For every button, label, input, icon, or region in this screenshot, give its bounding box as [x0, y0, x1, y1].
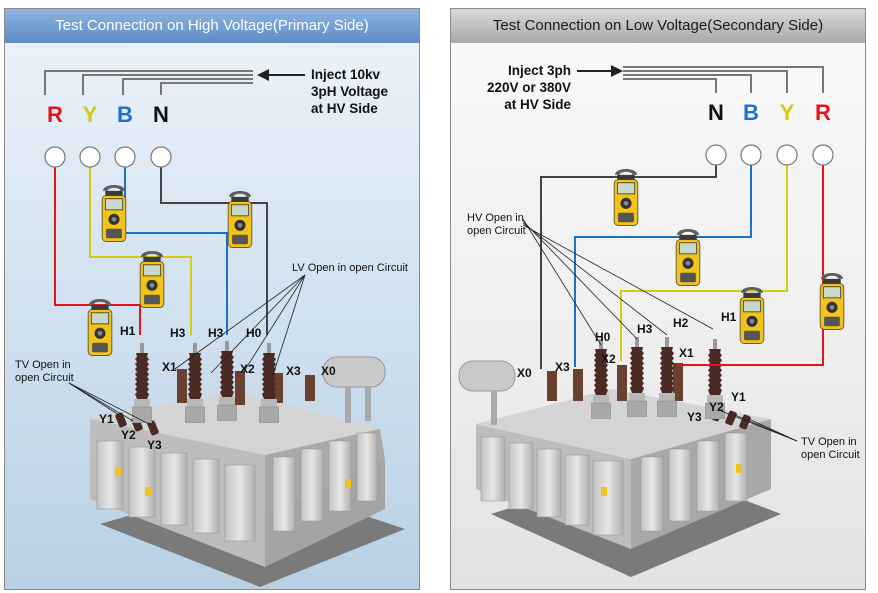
terminal-circle [44, 146, 66, 168]
phase-labels: R Y B N [47, 102, 169, 127]
terminal-label-x0: X0 [321, 364, 336, 378]
terminal-label-x1: X1 [162, 360, 177, 374]
hv-open-leaders [522, 218, 714, 346]
phase-terminals [705, 144, 834, 166]
phase-label-y: Y [780, 100, 795, 125]
phase-b-wire [574, 165, 752, 367]
bus-wire [623, 78, 717, 93]
clamp-meter [675, 228, 701, 286]
inject-line-1: Inject 3ph [508, 63, 571, 78]
tv-open-note-line-2: open Circuit [801, 449, 860, 461]
inject-line-2: 220V or 380V [487, 80, 571, 95]
terminal-label-y1: Y1 [99, 412, 114, 426]
clamp-meter [739, 286, 765, 344]
tv-open-leaders [720, 410, 798, 442]
clamp-meter [87, 298, 113, 356]
bus-wire [623, 70, 788, 93]
clamp-meter [613, 168, 639, 226]
phase-label-y: Y [83, 102, 98, 127]
conservator-tank [458, 360, 516, 425]
panel-title: Test Connection on Low Voltage(Secondary… [451, 9, 865, 43]
bus-wire [160, 82, 253, 95]
terminal-circle [150, 146, 172, 168]
warning-labels [115, 467, 351, 496]
injection-arrow [257, 69, 305, 81]
terminal-label-h3: H3 [208, 326, 224, 340]
phase-label-r: R [815, 100, 831, 125]
phase-terminals [44, 146, 172, 168]
clamp-meter [139, 250, 165, 308]
phase-label-n: N [708, 100, 724, 125]
tv-open-note-line-1: TV Open in [15, 359, 71, 371]
lv-bushings [177, 369, 315, 405]
terminal-label-h1: H1 [120, 324, 136, 338]
lv-open-note: LV Open in open Circuit [292, 262, 408, 274]
terminal-label-h3: H3 [637, 322, 653, 336]
terminal-label-h1: H1 [721, 310, 737, 324]
phase-y-wire [620, 165, 788, 361]
bus-wire [122, 78, 253, 95]
bus-wire [623, 74, 752, 93]
phase-labels: N B Y R [708, 100, 831, 125]
clamp-meter [227, 190, 253, 248]
hv-open-note-line-2: open Circuit [467, 225, 526, 237]
lv-bushings [547, 363, 683, 401]
panel-title: Test Connection on High Voltage(Primary … [5, 9, 419, 43]
phase-r-wire [677, 165, 824, 366]
transformer-image [458, 337, 781, 577]
lv-open-leaders [174, 274, 306, 376]
clamp-meter [101, 184, 127, 242]
terminal-label-x0: X0 [517, 366, 532, 380]
terminal-circle [79, 146, 101, 168]
terminal-label-y1: Y1 [731, 390, 746, 404]
terminal-label-x3: X3 [286, 364, 301, 378]
hv-connection-diagram: R Y B N Inject 10kv 3pH Voltage at HV Si… [15, 67, 408, 587]
terminal-circle [740, 144, 762, 166]
bus-wire [44, 70, 253, 95]
terminal-circle [812, 144, 834, 166]
transformer-image [90, 341, 405, 587]
terminal-label-h3: H3 [170, 326, 186, 340]
panel-lv-secondary: Test Connection on Low Voltage(Secondary… [450, 8, 866, 590]
lv-connection-diagram: N B Y R Inject 3ph 220V or 380V at HV Si… [458, 63, 860, 577]
terminal-circle [705, 144, 727, 166]
inject-line-2: 3pH Voltage [311, 84, 389, 99]
phase-label-r: R [47, 102, 63, 127]
radiator-fins [480, 432, 748, 536]
terminal-label-h0: H0 [595, 330, 611, 344]
terminal-label-y3: Y3 [687, 410, 702, 424]
tv-open-note-line-1: TV Open in [801, 436, 857, 448]
inject-line-3: at HV Side [311, 101, 378, 116]
clamp-meter [819, 272, 845, 330]
warning-labels [601, 464, 742, 496]
terminal-label-x2: X2 [601, 352, 616, 366]
terminal-label-x3: X3 [555, 360, 570, 374]
terminal-label-y2: Y2 [709, 400, 724, 414]
injection-arrow [577, 65, 623, 77]
phase-label-b: B [117, 102, 133, 127]
phase-label-n: N [153, 102, 169, 127]
tv-open-leaders [68, 382, 152, 426]
terminal-label-y3: Y3 [147, 438, 162, 452]
neutral-wire [160, 167, 268, 335]
hv-open-note-line-1: HV Open in [467, 212, 524, 224]
panel-hv-primary: Test Connection on High Voltage(Primary … [4, 8, 420, 590]
terminal-label-h2: H2 [673, 316, 689, 330]
terminal-label-h0: H0 [246, 326, 262, 340]
inject-line-3: at HV Side [504, 97, 571, 112]
terminal-label-x2: X2 [240, 362, 255, 376]
inject-line-1: Inject 10kv [311, 67, 381, 82]
terminal-circle [776, 144, 798, 166]
tv-open-note-line-2: open Circuit [15, 372, 74, 384]
bus-wire [623, 66, 824, 93]
terminal-label-y2: Y2 [121, 428, 136, 442]
phase-label-b: B [743, 100, 759, 125]
phase-y-wire [89, 167, 192, 335]
terminal-label-x1: X1 [679, 346, 694, 360]
bus-wire [82, 74, 253, 95]
terminal-circle [114, 146, 136, 168]
conservator-tank [322, 356, 386, 423]
